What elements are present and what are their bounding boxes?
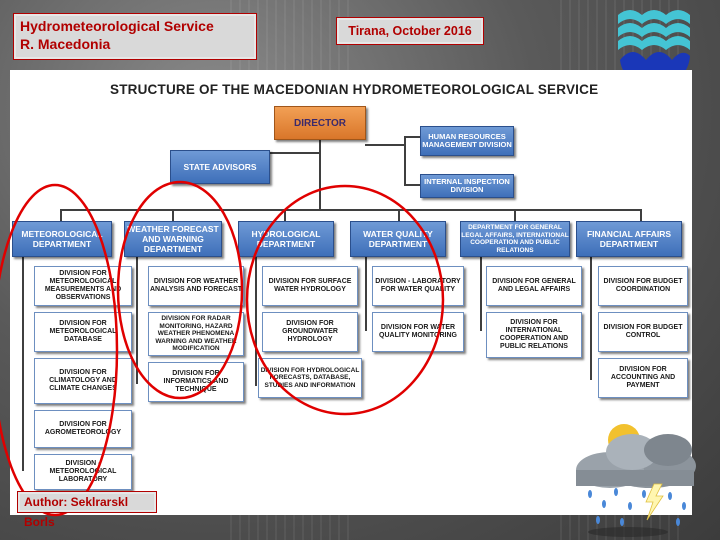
division-box: DIVISION FOR AGROMETEOROLOGY bbox=[34, 410, 132, 448]
chart-title: STRUCTURE OF THE MACEDONIAN HYDROMETEORO… bbox=[110, 82, 598, 97]
division-box: DIVISION FOR WATER QUALITY MONITORING bbox=[372, 312, 464, 352]
connector bbox=[590, 256, 592, 380]
division-box: DIVISION FOR ACCOUNTING AND PAYMENT bbox=[598, 358, 688, 398]
title-line-2: R. Macedonia bbox=[20, 35, 256, 53]
connector bbox=[60, 209, 642, 211]
internal-inspection-box: INTERNAL INSPECTION DIVISION bbox=[420, 174, 514, 198]
connector bbox=[284, 209, 286, 221]
division-box: DIVISION FOR WEATHER ANALYSIS AND FORECA… bbox=[148, 266, 244, 306]
department-legal-affairs: DEPARTMENT FOR GENERAL LEGAL AFFAIRS, IN… bbox=[460, 221, 570, 257]
division-box: DIVISION FOR METEOROLOGICAL DATABASE bbox=[34, 312, 132, 352]
connector bbox=[640, 209, 642, 221]
connector bbox=[514, 209, 516, 221]
connector bbox=[319, 140, 321, 210]
department-meteorological: METEOROLOGICAL DEPARTMENT bbox=[12, 221, 112, 257]
division-box: DIVISION FOR INTERNATIONAL COOPERATION A… bbox=[486, 312, 582, 358]
connector bbox=[22, 256, 24, 471]
state-advisors-box: STATE ADVISORS bbox=[170, 150, 270, 184]
connector bbox=[365, 144, 405, 146]
division-box: DIVISION FOR GENERAL AND LEGAL AFFAIRS bbox=[486, 266, 582, 306]
division-box: DIVISION - LABORATORY FOR WATER QUALITY bbox=[372, 266, 464, 306]
division-box: DIVISION FOR CLIMATOLOGY AND CLIMATE CHA… bbox=[34, 358, 132, 404]
author-box: Author: Seklrarskl Borls bbox=[17, 491, 157, 513]
department-financial-affairs: FINANCIAL AFFAIRS DEPARTMENT bbox=[576, 221, 682, 257]
department-hydrological: HYDROLOGICAL DEPARTMENT bbox=[238, 221, 334, 257]
hr-division-box: HUMAN RESOURCES MANAGEMENT DIVISION bbox=[420, 126, 514, 156]
title-line-1: Hydrometeorological Service bbox=[20, 17, 256, 35]
date-box: Tirana, October 2016 bbox=[336, 17, 484, 45]
division-box: DIVISION FOR BUDGET CONTROL bbox=[598, 312, 688, 352]
department-water-quality: WATER QUALITY DEPARTMENT bbox=[350, 221, 446, 257]
connector bbox=[480, 256, 482, 331]
connector bbox=[60, 209, 62, 221]
division-box: DIVISION - METEOROLOGICAL LABORATORY bbox=[34, 454, 132, 490]
division-box: DIVISION FOR RADAR MONITORING, HAZARD WE… bbox=[148, 312, 244, 356]
connector bbox=[172, 209, 174, 221]
connector bbox=[404, 136, 406, 186]
connector bbox=[255, 256, 257, 386]
division-box: DIVISION FOR SURFACE WATER HYDROLOGY bbox=[262, 266, 358, 306]
division-box: DIVISION FOR HYDROLOGICAL FORECASTS, DAT… bbox=[258, 358, 362, 398]
division-box: DIVISION FOR METEOROLOGICAL MEASUREMENTS… bbox=[34, 266, 132, 306]
division-box: DIVISION FOR BUDGET COORDINATION bbox=[598, 266, 688, 306]
division-box: DIVISION FOR GROUNDWATER HYDROLOGY bbox=[262, 312, 358, 352]
connector bbox=[398, 209, 400, 221]
director-box: DIRECTOR bbox=[274, 106, 366, 140]
connector bbox=[136, 256, 138, 384]
division-box: DIVISION FOR INFORMATICS AND TECHNIQUE bbox=[148, 362, 244, 402]
header-title-box: Hydrometeorological Service R. Macedonia bbox=[13, 13, 257, 60]
connector bbox=[365, 256, 367, 331]
department-weather-forecast: WEATHER FORECAST AND WARNING DEPARTMENT bbox=[124, 221, 222, 257]
